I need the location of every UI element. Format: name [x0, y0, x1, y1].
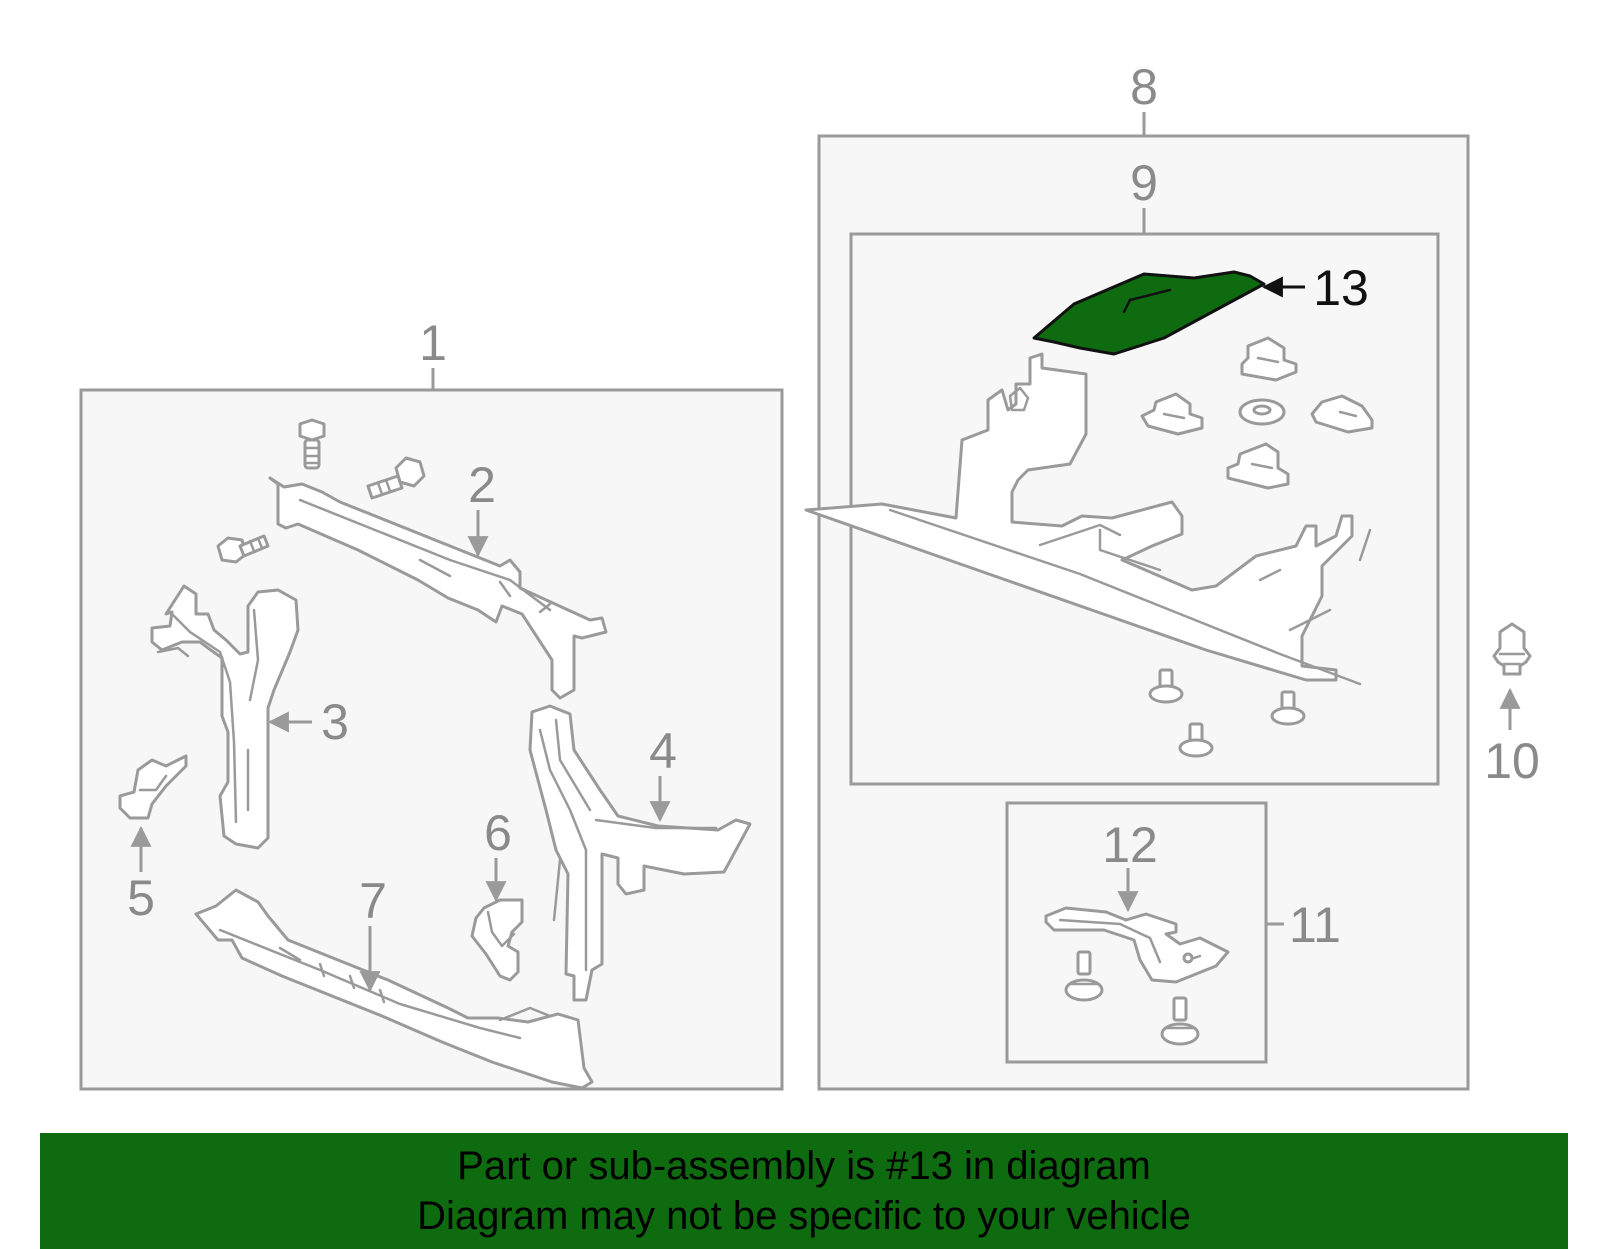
bolt-mid: [366, 456, 426, 500]
clip-1: [1240, 336, 1298, 382]
bolt-9a: [1148, 668, 1184, 704]
callout-5: 5: [127, 870, 155, 926]
part-13-highlighted: [1032, 270, 1266, 356]
callout-2: 2: [468, 457, 496, 513]
callout-3: 3: [321, 694, 349, 750]
bolt-11b: [1160, 996, 1200, 1046]
bolt-top: [298, 418, 326, 470]
parts-diagram: 1 2 3: [79, 59, 1540, 1091]
part-3-left-side-member: [150, 584, 300, 850]
banner-line-1: Part or sub-assembly is #13 in diagram: [457, 1144, 1151, 1188]
part-2-upper-tie-bar: [268, 476, 608, 700]
callout-10: 10: [1484, 733, 1540, 789]
callout-4: 4: [649, 723, 677, 779]
bolt-left: [216, 534, 270, 564]
part-12-bracket: [1044, 906, 1230, 984]
part-10-push-clip: [1492, 622, 1532, 676]
assembly-8-group: 8 9 13: [804, 59, 1470, 1091]
callout-8: 8: [1130, 59, 1158, 115]
clip-4: [1226, 442, 1290, 490]
callout-11: 11: [1289, 897, 1341, 953]
part-7-lower-tie-bar: [194, 888, 594, 1090]
part-6-bracket: [470, 898, 524, 982]
assembly-1-group: 1 2 3: [79, 315, 784, 1091]
bolt-11a: [1064, 950, 1104, 1002]
bolt-9c: [1178, 722, 1214, 758]
callout-1: 1: [419, 315, 447, 371]
part-13-shape: [1032, 270, 1266, 356]
banner-line-2: Diagram may not be specific to your vehi…: [417, 1194, 1191, 1238]
callout-13: 13: [1313, 260, 1369, 316]
part-9-bumper-beam: [804, 352, 1372, 686]
assembly-1-frame: [79, 388, 784, 1091]
clip-3: [1310, 394, 1374, 434]
callout-7: 7: [359, 873, 387, 929]
callout-6: 6: [484, 805, 512, 861]
callout-12: 12: [1102, 817, 1158, 873]
bolt-9b: [1270, 690, 1306, 726]
washer: [1238, 398, 1286, 426]
clip-2: [1140, 392, 1204, 436]
info-banner: Part or sub-assembly is #13 in diagram D…: [40, 1133, 1568, 1249]
part-4-right-side-member: [528, 704, 752, 1002]
part-5-bracket: [118, 754, 188, 820]
callout-9: 9: [1130, 155, 1158, 211]
